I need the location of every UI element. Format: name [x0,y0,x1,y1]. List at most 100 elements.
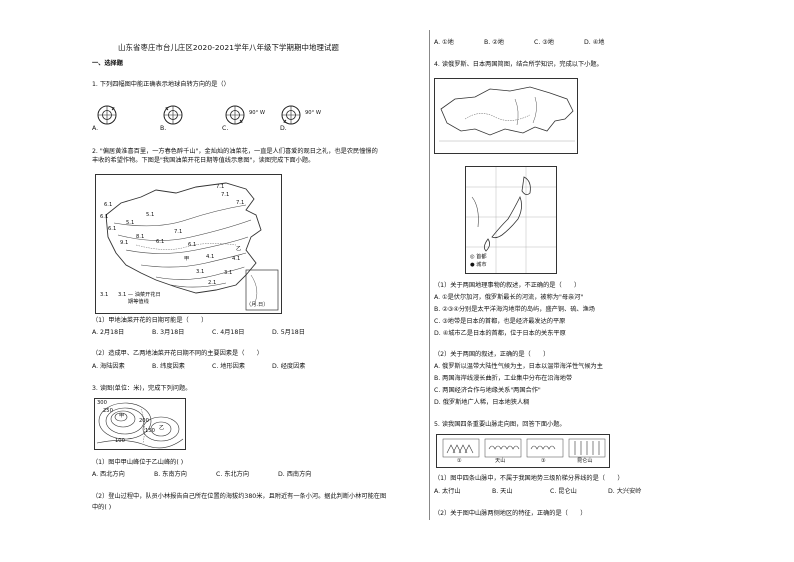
map-label: 6.1 [104,202,113,208]
q3-sub1: （1）图中甲山峰位于乙山峰的( ) [92,459,184,466]
column-divider [429,30,430,520]
q1-globe-a [97,105,117,125]
q5-sub2: （2）关于图中山脉两侧地区的特征，正确的是（ ） [434,510,587,517]
mountain-label-tianshan: 天山 [495,458,506,464]
japan-legend-city: ● 城市 [470,262,487,268]
q4-sub2-option-b[interactable]: B. 两国海岸线漫长曲折，工业集中分布在沿海地带 [434,375,573,382]
q1-label-b: B. [160,125,167,132]
option-a[interactable]: A. 太行山 [434,488,461,495]
q4-sub1-option-a[interactable]: A. ①是伏尔加河，俄罗斯最长的河流，被称为"母亲河" [434,294,584,301]
mountain-label-kunlun: 昆仑山 [577,458,593,464]
peak-jia: 甲 [119,413,125,419]
q1-globe-d [281,105,301,125]
q4-sub1-option-b[interactable]: B. ②③④分别是太平洋海沟地带的岛屿，盛产铜、硫、渔场 [434,306,595,313]
q1-c-longitude: 90° W [249,110,265,116]
contour-map: 300 250 200 150 100 甲 乙 [94,398,186,450]
map-label: 7.1 [221,192,230,198]
mountain-label: ① [457,458,462,464]
map-label: 3.1 [224,270,233,276]
q2-sub2-options: A. 海陆因素 B. 纬度因素 C. 地形因素 D. 经度因素 [92,363,332,370]
q1-label-a: A. [92,125,99,132]
q5-stem: 5. 读我国四条重要山脉走向图，回答下面小题。 [434,421,566,428]
contour-label: 250 [103,408,113,414]
page-title: 山东省枣庄市台儿庄区2020-2021学年八年级下学期期中地理试题 [118,43,339,52]
q3-sub2-line1: （2）登山过程中，队员小林报告自己所在位置的海拔约380米，且附近有一条小河。据… [92,493,387,500]
map-label: 5.1 [126,220,135,226]
map-label: 3.1 [196,269,205,275]
option-d[interactable]: D. 经度因素 [272,363,306,370]
option-c[interactable]: C. 昆仑山 [550,488,577,495]
japan-legend-capital: ◎ 首都 [470,254,487,260]
china-isoline-map: 6.1 6.1 6.1 5.1 7.1 7.1 7.1 6.1 6.1 4.1 … [95,174,282,314]
option-d[interactable]: D. 西南方向 [278,471,312,478]
option-b[interactable]: B. 天山 [492,488,513,495]
section-heading: 一、选择题 [92,60,123,67]
q4-sub1-option-d[interactable]: D. ④城市乙是日本的首都，位于日本的关东平原 [434,330,566,337]
mountain-strip-figure: ① 天山 ③ 昆仑山 [436,434,610,468]
q4-sub2-option-a[interactable]: A. 俄罗斯以温带大陆性气候为主，日本以温带海洋性气候为主 [434,363,603,370]
q4-sub2-option-c[interactable]: C. 两国经济合作与地缘关系"两国合作" [434,387,541,394]
q2-sub2: （2）造成甲、乙两地油菜开花日期不同的主要因素是（ ） [92,350,263,357]
mountain-label: ③ [541,458,546,464]
option-b[interactable]: B. 纬度因素 [152,363,185,370]
q2-intro-line1: 2. "偏居黄淮喜百里，一方春色醉千山"，金灿灿的油菜花，一直是人们喜爱的观日之… [92,148,378,155]
q2-sub1-options: A. 2月18日 B. 3月18日 C. 4月18日 D. 5月18日 [92,329,332,336]
q5-sub1-options: A. 太行山 B. 天山 C. 昆仑山 D. 大兴安岭 [434,488,666,495]
option-a[interactable]: A. 西北方向 [92,471,125,478]
map-label: 6.1 [156,239,165,245]
option-d[interactable]: D. 5月18日 [272,329,305,336]
option-b[interactable]: B. 3月18日 [152,329,185,336]
q1-d-longitude: 90° W [305,110,321,116]
q3-sub1-options: A. 西北方向 B. 东南方向 C. 东北方向 D. 西南方向 [92,471,340,478]
map-label: 6.1 [100,214,109,220]
map-label: 6.1 [188,242,197,248]
option-d[interactable]: D. 大兴安岭 [608,488,642,495]
option-b[interactable]: B. ②地 [484,39,504,46]
contour-label: 150 [145,428,155,434]
q2-sub1: （1）甲地油菜开花的日期可能是（ ） [92,317,208,324]
map-label: 9.1 [120,240,129,246]
option-c[interactable]: C. ③地 [534,39,554,46]
q5-sub1: （1）图中四条山脉中，不属于我国地势三级阶梯分界线的是（ ） [434,475,624,482]
contour-label: 200 [139,418,149,424]
q1-globe-c [225,105,245,125]
q3-sub2-options: A. ①地 B. ②地 C. ③地 D. ④地 [434,39,634,46]
contour-label: 100 [115,438,125,444]
q4-sub1-option-c[interactable]: C. ③地带是日本的首都，也是经济最发达的平原 [434,318,566,325]
peak-yi: 乙 [159,425,165,431]
option-c[interactable]: C. 地形因素 [212,363,246,370]
map-label: 6.1 [108,226,117,232]
q1-label-c: C. [222,125,229,132]
map-label: 7.1 [236,200,245,206]
map-legend-line1: 3.1 — 油菜开花日 [118,292,161,298]
map-label-jia: 甲 [184,256,190,262]
option-a[interactable]: A. 海陆因素 [92,363,125,370]
russia-map [434,78,578,154]
q4-sub1: （1）关于两国地理事物的叙述，不正确的是（ ） [434,282,581,289]
q2-intro-line2: 丰收的希望作物。下图是"我国油菜开花日期等值线示意图"，读图完成下面小题。 [92,157,315,164]
option-a[interactable]: A. ①地 [434,39,454,46]
option-c[interactable]: C. 4月18日 [212,329,245,336]
map-label-yi: 乙 [236,246,242,252]
q4-sub2-option-d[interactable]: D. 俄罗斯地广人稀，日本地狭人稠 [434,399,530,406]
option-b[interactable]: B. 东南方向 [154,471,187,478]
map-label: 5.1 [146,212,155,218]
q1-stem: 1. 下列四幅图中能正确表示地球自转方向的是（） [92,81,230,88]
map-legend-unit: （月.日） [246,302,269,308]
q3-stem: 3. 读图(单位：米)，完成下列问题。 [92,385,192,392]
option-a[interactable]: A. 2月18日 [92,329,125,336]
option-c[interactable]: C. 东北方向 [216,471,250,478]
map-label: 2.1 [208,280,217,286]
q4-stem: 4. 读俄罗斯、日本两国简图，结合所学知识，完成以下小题。 [434,61,603,68]
contour-label: 300 [97,400,107,406]
option-d[interactable]: D. ④地 [584,39,605,46]
map-label: 4.1 [206,254,215,260]
map-label: 7.1 [216,184,225,190]
map-label: 7.1 [174,229,183,235]
map-label: 8.1 [136,234,145,240]
q1-globe-b [163,105,183,125]
japan-map: ◎ 首都 ● 城市 [465,166,557,274]
map-label: 4.1 [232,256,241,262]
q1-label-d: D. [280,125,287,132]
q4-sub2: （2）关于两国的叙述，正确的是（ ） [434,351,550,358]
